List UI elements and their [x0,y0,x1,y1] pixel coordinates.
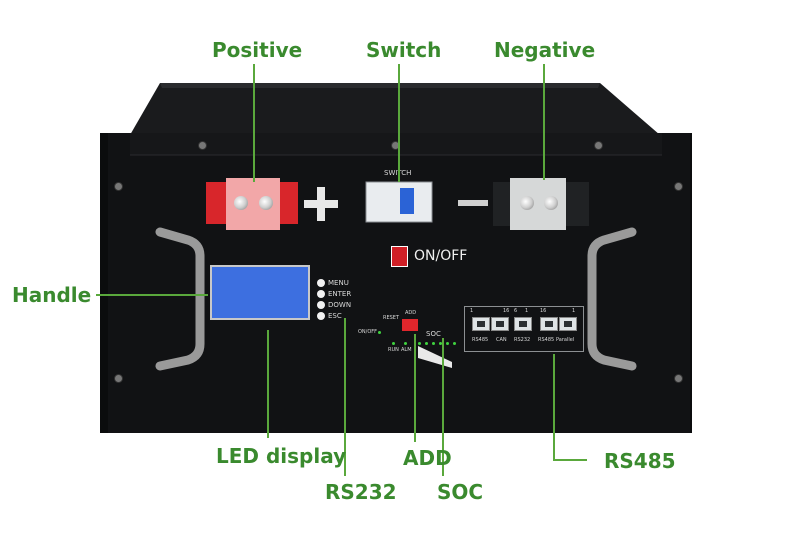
negative-bolt-icon [520,196,534,210]
port-label-parallel: Parallel [556,337,575,343]
reset-label: RESET [383,315,400,321]
onoff-button[interactable] [391,246,408,267]
led-display-callout: LED display [216,444,347,468]
port-label-can: CAN [496,337,507,343]
screw-icon [674,182,683,191]
soc-led [425,342,428,345]
screw-icon [674,374,683,383]
can-port[interactable] [491,317,509,331]
soc-led [432,342,435,345]
switch-leader [398,64,400,182]
positive-callout: Positive [212,38,303,62]
pin-label: 16 [540,308,547,314]
screw-icon [198,141,207,150]
switch-panel-label: SWITCH [384,170,411,177]
switch-callout: Switch [366,38,442,62]
down-button-label: DOWN [328,301,352,309]
rs485-parallel-port[interactable] [540,317,558,331]
rs485-port[interactable] [472,317,490,331]
onoff-led [378,331,381,334]
handle-callout: Handle [12,283,92,307]
soc-led [446,342,449,345]
enter-button[interactable] [317,290,325,298]
pin-label: 1 [470,308,474,314]
soc-led [439,342,442,345]
left-handle-icon [155,227,205,371]
rs232-leader [344,318,346,476]
enter-button-label: ENTER [328,290,352,298]
menu-button-label: MENU [328,279,349,287]
rs232-port[interactable] [514,317,532,331]
port-label-rs485-2: RS485 [538,337,555,343]
onoff-small-label: ON/OFF [358,329,378,335]
screw-icon [594,141,603,150]
dip-add-label: ADD [405,310,417,316]
rs485-callout: RS485 [604,449,676,473]
pin-label: 1 [525,308,529,314]
negative-leader [543,64,545,180]
onoff-label: ON/OFF [414,248,468,264]
soc-panel-label: SOC [426,330,441,338]
soc-leader [442,338,444,476]
esc-button-label: ESC [328,312,342,320]
screw-icon [114,182,123,191]
alm-led [404,342,407,345]
negative-callout: Negative [494,38,596,62]
soc-callout: SOC [437,480,484,504]
led-display-leader [267,330,269,438]
port-label-rs485: RS485 [472,337,489,343]
add-callout: ADD [403,446,452,470]
ports-panel [464,306,584,352]
pin-label: 16 [503,308,510,314]
rs485-leader-v [553,354,555,460]
positive-leader [253,64,255,182]
positive-bolt-icon [259,196,273,210]
rs232-callout: RS232 [325,480,397,504]
run-led [392,342,395,345]
led-display [210,265,310,320]
negative-bolt-icon [544,196,558,210]
esc-button[interactable] [317,312,325,320]
handle-leader [96,294,208,296]
rs485-leader-h [553,459,587,461]
port-label-rs232: RS232 [514,337,531,343]
right-handle-icon [587,227,637,371]
soc-led [418,342,421,345]
add-leader [414,334,416,442]
down-button[interactable] [317,301,325,309]
positive-bolt-icon [234,196,248,210]
alm-label: ALM [401,347,412,353]
screw-icon [114,374,123,383]
menu-button[interactable] [317,279,325,287]
soc-led [453,342,456,345]
pin-label: 6 [514,308,518,314]
pin-label: 1 [572,308,576,314]
run-label: RUN [388,347,399,353]
parallel-port[interactable] [559,317,577,331]
